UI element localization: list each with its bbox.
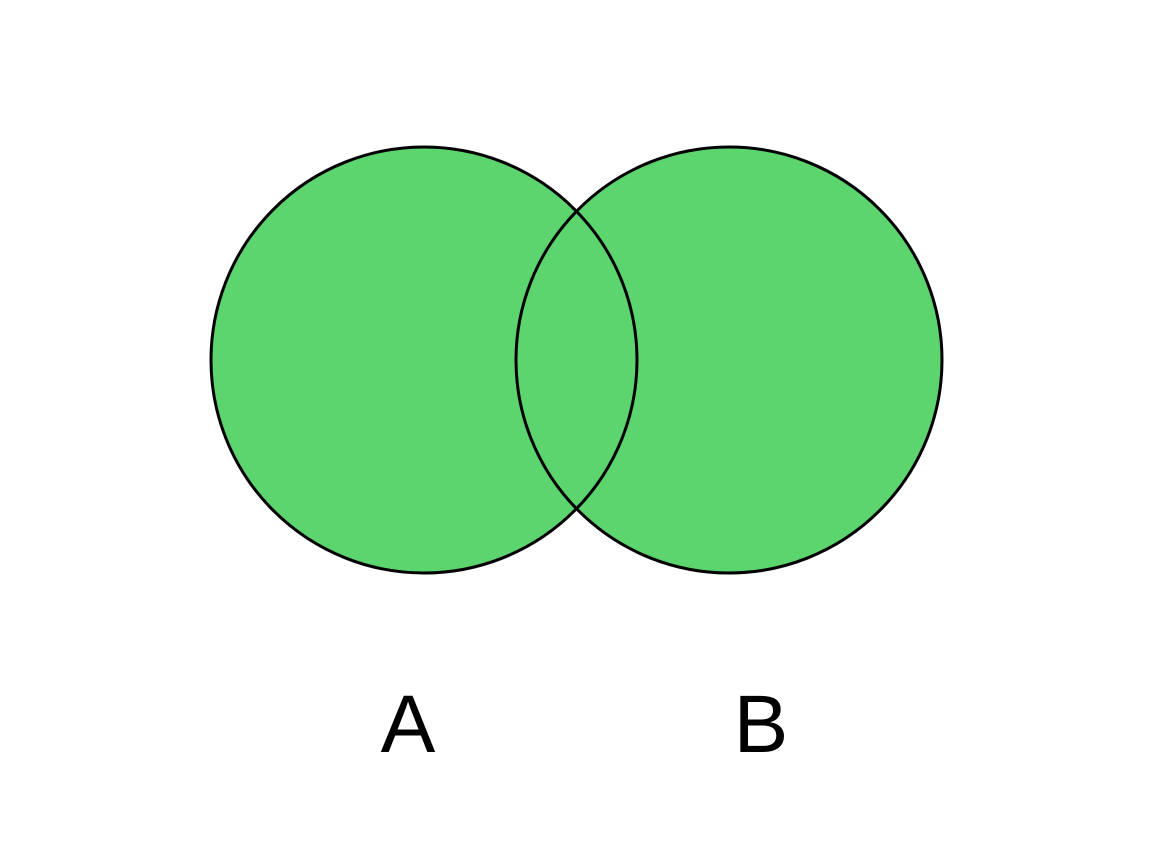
set-a-fill — [211, 147, 637, 573]
set-b-outline — [514, 145, 944, 575]
set-a-label: A — [381, 679, 436, 770]
set-b-label: B — [734, 679, 789, 770]
set-b-fill — [516, 147, 942, 573]
set-a-outline — [209, 145, 639, 575]
